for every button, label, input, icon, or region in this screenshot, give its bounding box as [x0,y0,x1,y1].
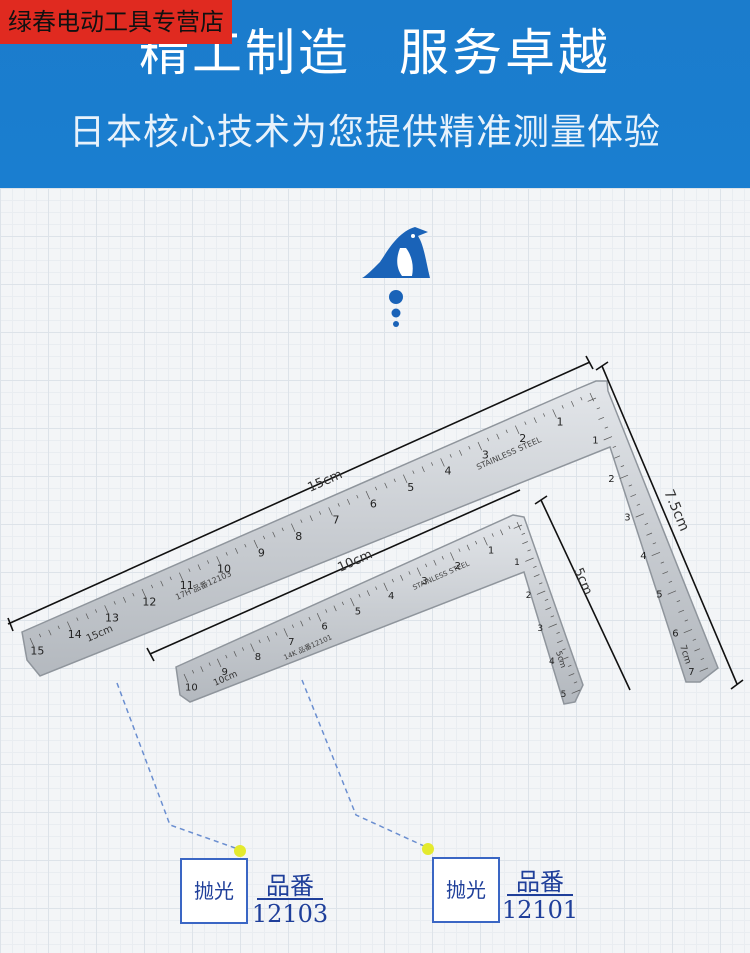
finish-label-12103: 抛光 [180,858,248,924]
large-ruler-long-number: 14 [68,628,82,641]
large-ruler-short-number: 4 [640,551,646,562]
large-square-ruler [21,380,719,683]
small-ruler-long-number: 2 [455,561,461,572]
penguin-logo-icon [362,227,430,327]
large-ruler-short-number: 1 [592,435,598,446]
large-ruler-short-number: 6 [672,628,678,639]
large-ruler-short-number: 2 [608,474,614,485]
small-ruler-long-number: 9 [221,667,227,678]
title-banner: 精工制造服务卓越 日本核心技术为您提供精准测量体验 [0,0,750,188]
small-ruler-short-number: 5 [561,690,567,700]
large-ruler-short-number: 5 [656,590,662,601]
small-ruler-short-number: 4 [549,657,555,667]
large-ruler-long-number: 7 [333,514,340,527]
large-ruler-long-number: 3 [482,448,489,461]
part-number-12101: 12101 [501,896,579,924]
small-ruler-long-number: 3 [421,576,427,587]
small-ruler-long-number: 10 [185,682,198,693]
large-ruler-long-number: 15 [30,644,44,657]
small-ruler-short-number: 3 [537,624,543,634]
small-ruler-long-number: 6 [321,622,327,633]
shop-name-tag: 绿春电动工具专营店 [0,0,232,44]
small-ruler-long-number: 7 [288,637,294,648]
large-ruler-short-number: 7 [688,667,694,678]
large-ruler-long-number: 13 [105,612,119,625]
callout-lines [116,679,425,850]
part-number-12103: 12103 [251,900,329,928]
small-ruler-long-number: 5 [355,606,361,617]
large-ruler-long-number: 5 [407,481,414,494]
callout-dot-right [422,843,434,855]
part-number-title-12103: 品番 [266,872,314,900]
large-ruler-long-number: 6 [370,497,377,510]
large-ruler-long-number: 10 [217,563,231,576]
callout-dot-left [234,845,246,857]
part-number-title-12101: 品番 [516,868,564,896]
headline-right: 服务卓越 [399,24,611,82]
dim-label-7-5cm: 7.5cm [660,487,692,533]
small-ruler-long-number: 1 [488,546,494,557]
subheadline: 日本核心技术为您提供精准测量体验 [68,112,661,153]
large-ruler-long-number: 1 [557,416,564,429]
small-ruler-short-number: 1 [514,558,520,568]
small-square-ruler [175,514,584,705]
large-ruler-long-number: 2 [519,432,526,445]
part-number-divider-12101 [507,894,573,896]
dim-label-15cm: 15cm [306,467,345,495]
small-ruler-long-number: 4 [388,591,394,602]
large-ruler-short-number: 3 [624,513,630,524]
large-ruler-long-number: 4 [445,465,452,478]
small-ruler-short-number: 2 [526,591,532,601]
small-ruler-long-number: 8 [255,652,261,663]
part-number-divider-12103 [257,898,323,900]
large-ruler-long-number: 8 [295,530,302,543]
dim-label-5cm: 5cm [570,566,595,598]
large-ruler-long-number: 9 [258,546,265,559]
large-ruler-long-number: 12 [142,595,156,608]
large-ruler-long-number: 11 [180,579,194,592]
dimension-lines [7,355,744,691]
finish-label-12101: 抛光 [432,857,500,923]
